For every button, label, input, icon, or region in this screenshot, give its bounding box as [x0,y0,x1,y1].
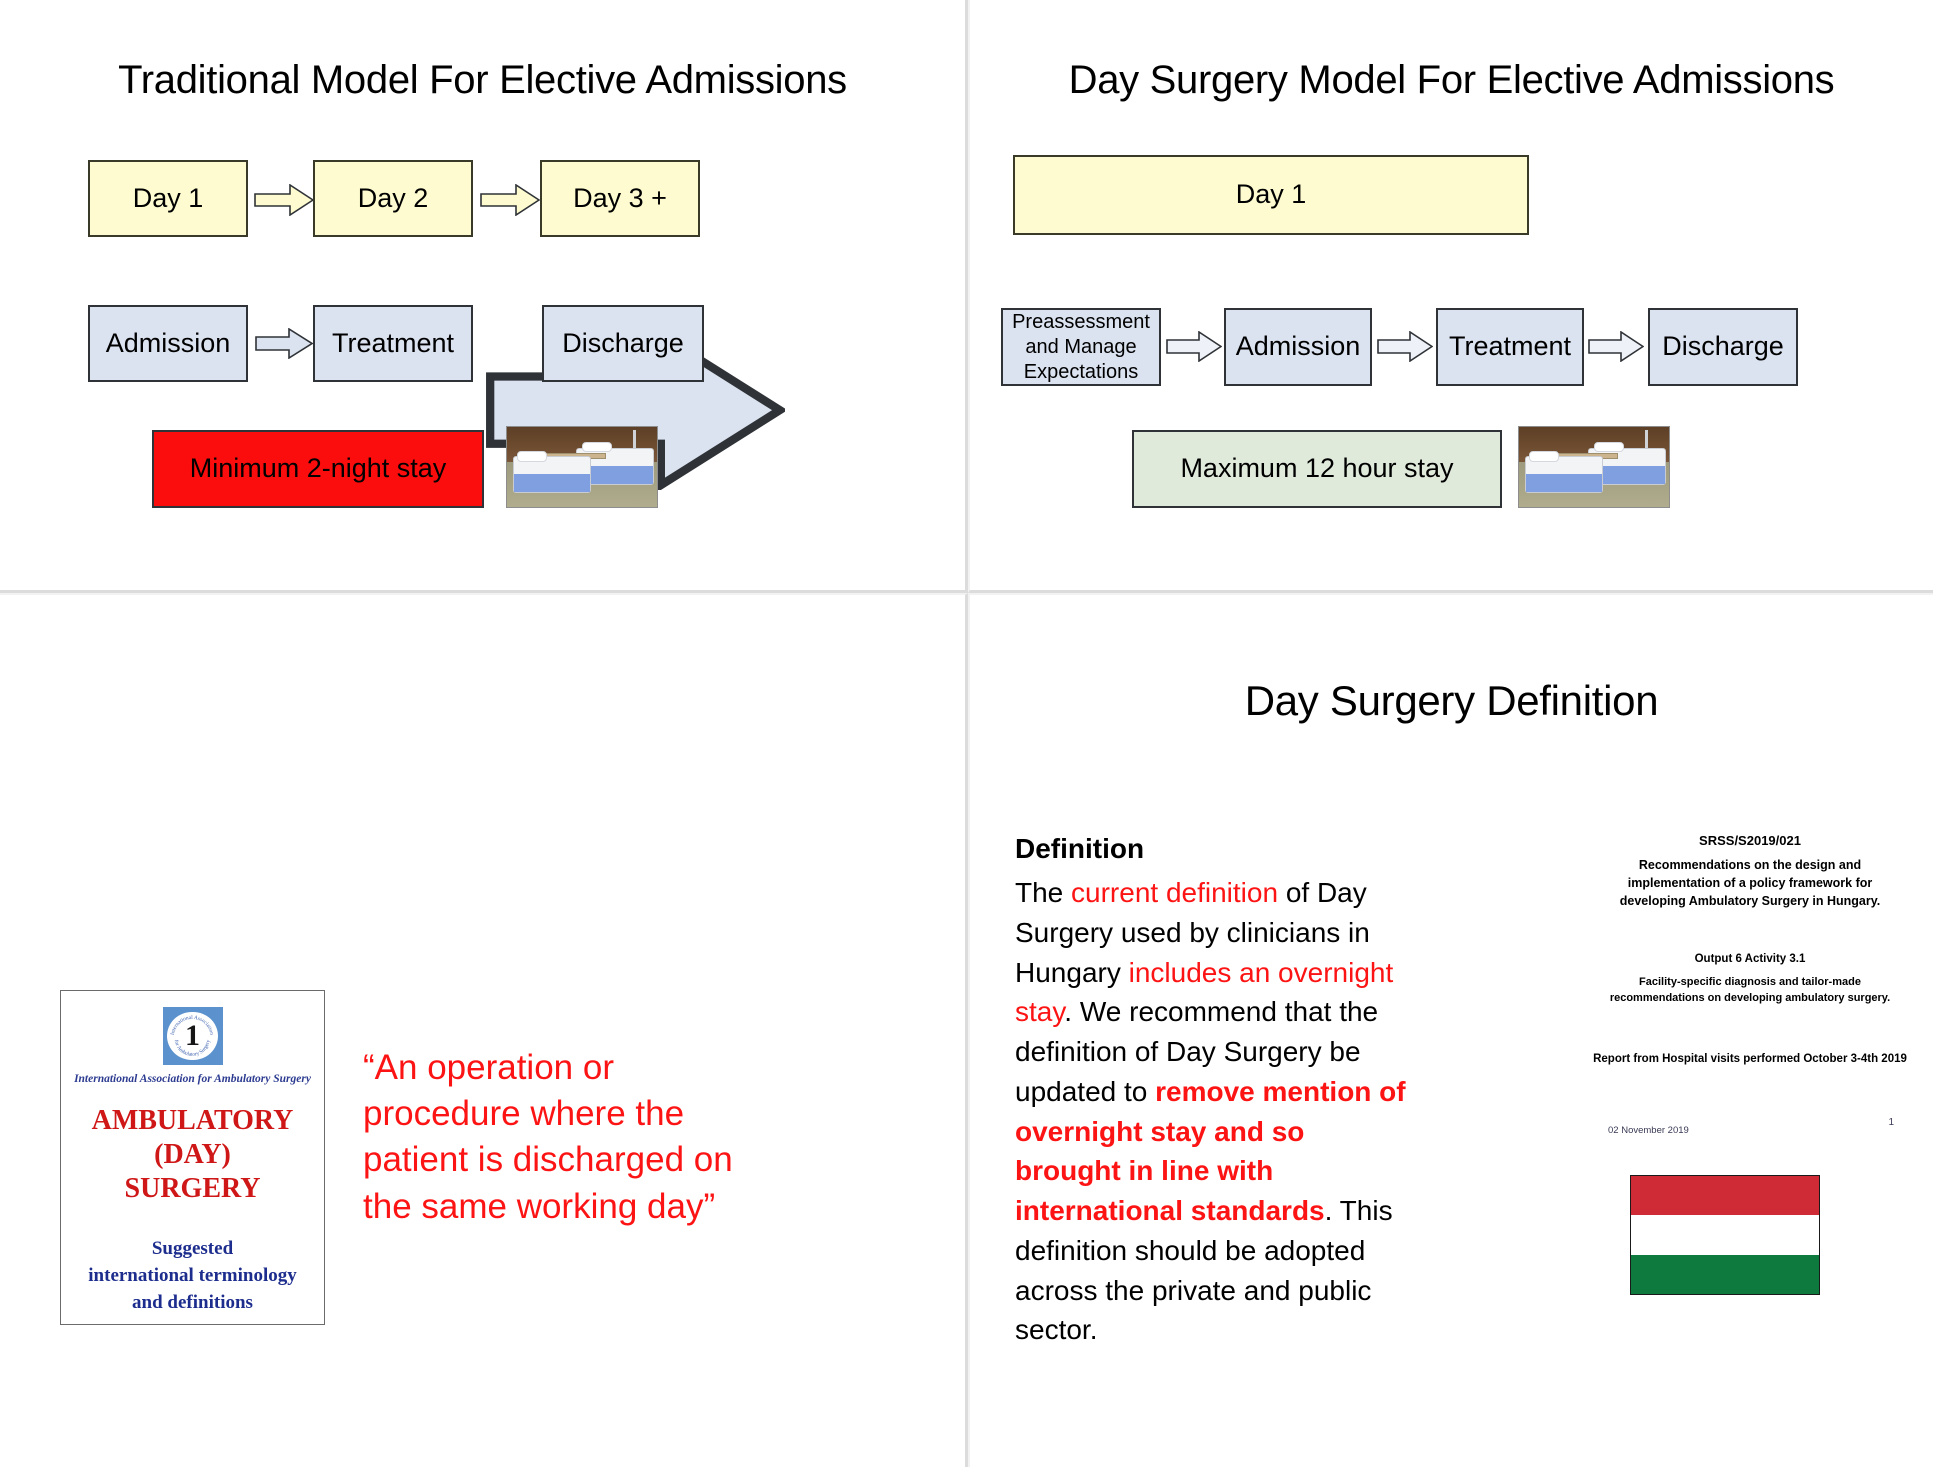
process-box-admission-ds: Admission [1224,308,1372,386]
doc-report-line: Report from Hospital visits performed Oc… [1593,1053,1907,1065]
book-title-line-1: AMBULATORY [91,1105,294,1136]
process-box-admission: Admission [88,305,248,382]
doc-code: SRSS/S2019/021 [1699,833,1801,848]
flag-band-green [1631,1254,1819,1294]
day-box-3: Day 3 + [540,160,700,237]
definition-heading: Definition [1015,833,1145,864]
preassessment-line-2: and Manage [1025,335,1137,358]
slide-day-surgery-definition: Day Surgery Definition Definition The cu… [968,593,1933,1467]
iaas-association-line: International Association for Ambulatory… [74,1073,311,1085]
doc-paragraph: Recommendations on the design and implem… [1619,858,1881,908]
definition-run: current definition [1071,877,1279,908]
book-subtitle-line-2: international terminology [88,1265,297,1286]
slide-title-traditional: Traditional Model For Elective Admission… [118,58,847,102]
slide-title-day-surgery-definition: Day Surgery Definition [1244,677,1659,724]
doc-facility-line: Facility-specific diagnosis and tailor-m… [1609,976,1891,1004]
flag-band-white [1631,1215,1819,1255]
book-subtitle-line-3: and definitions [132,1292,253,1313]
definition-run: of Day Surgery used by clinicians in Hun… [1015,877,1370,988]
definition-run: . This definition should be adopted acro… [1015,1195,1393,1346]
preassessment-line-1: Preassessment [1012,310,1150,333]
definition-paragraph: The current definition of Day Surgery us… [1015,873,1415,1350]
process-box-treatment-ds: Treatment [1436,308,1584,386]
definition-run: includes an overnight stay [1015,956,1394,1028]
svg-text:for Ambulatory Surgery: for Ambulatory Surgery [173,1039,212,1058]
day-box-1-wide: Day 1 [1013,155,1529,235]
logo-arc-text: International Association for Ambulatory… [170,1014,215,1058]
svg-text:International Association: International Association [170,1014,215,1035]
doc-output-line: Output 6 Activity 3.1 [1694,953,1806,965]
arrow-treatment-to-discharge-ds [1588,331,1644,362]
slide-traditional-model: Traditional Model For Elective Admission… [0,0,968,593]
slide-day-surgery-model: Day Surgery Model For Elective Admission… [968,0,1933,593]
stay-banner-minimum: Minimum 2-night stay [152,430,484,508]
day-box-1: Day 1 [88,160,248,237]
arrow-day2-to-day3 [480,184,540,216]
hungary-flag-icon [1630,1175,1820,1295]
doc-date: 02 November 2019 [1608,1125,1689,1136]
stay-banner-maximum: Maximum 12 hour stay [1132,430,1502,508]
day-box-2: Day 2 [313,160,473,237]
process-box-treatment: Treatment [313,305,473,382]
hospital-beds-photo-left [506,426,658,508]
arrow-day1-to-day2 [254,184,314,216]
iaas-logo-icon: International Association for Ambulatory… [162,1007,223,1065]
arrow-preassessment-to-admission [1166,331,1222,362]
doc-page-number: 1 [1888,1117,1894,1128]
logo-digit: 1 [184,1019,200,1052]
process-box-discharge-ds: Discharge [1648,308,1798,386]
book-title-line-2: (DAY) [154,1139,231,1170]
definition-run: remove mention of overnight stay and so … [1015,1075,1406,1226]
hospital-beds-photo-right [1518,426,1670,508]
arrow-admission-to-treatment-ds [1377,331,1433,362]
definition-run: The [1015,877,1072,908]
book-title-line-3: SURGERY [124,1173,261,1204]
book-subtitle-line-1: Suggested [151,1238,234,1259]
day-surgery-quote: “An operation or procedure where the pat… [363,1048,733,1226]
process-box-preassessment: Preassessment and Manage Expectations [1001,308,1161,386]
arrow-admission-to-treatment [255,328,313,359]
slide-iaas-definition: International Association for Ambulatory… [0,593,968,1467]
definition-run: . We recommend that the definition of Da… [1015,996,1379,1107]
preassessment-line-3: Expectations [1023,360,1139,383]
iaas-book-cover: International Association for Ambulatory… [60,990,325,1325]
slide-title-day-surgery-model: Day Surgery Model For Elective Admission… [1068,58,1835,102]
flag-band-red [1631,1176,1819,1216]
process-box-discharge: Discharge [542,305,704,382]
